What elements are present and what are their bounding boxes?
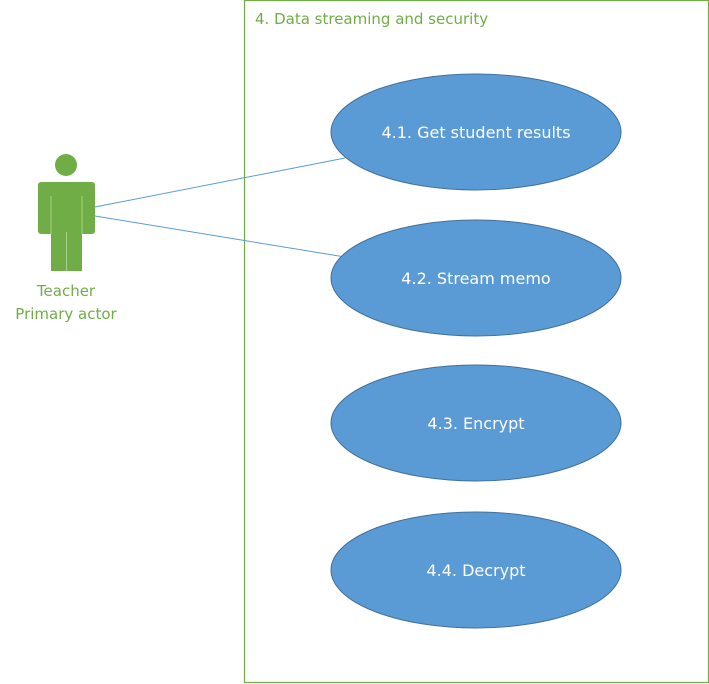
use-case-label: 4.2. Stream memo: [401, 269, 550, 288]
association-teacher-get-student-results: [94, 157, 346, 208]
actor-head: [55, 154, 77, 176]
use-case-ellipse[interactable]: [330, 364, 622, 482]
actor-name: Teacher: [36, 282, 96, 300]
use-case-label: 4.4. Decrypt: [426, 561, 525, 580]
actor-body: [38, 182, 95, 234]
use-case-ellipse[interactable]: [330, 219, 622, 337]
use-case-get-student-results[interactable]: 4.1. Get student results: [330, 73, 622, 191]
use-case-decrypt[interactable]: 4.4. Decrypt: [330, 511, 622, 629]
use-case-label: 4.1. Get student results: [381, 123, 570, 142]
use-case-encrypt[interactable]: 4.3. Encrypt: [330, 364, 622, 482]
use-case-ellipse[interactable]: [330, 511, 622, 629]
actor-teacher: Teacher Primary actor: [15, 154, 118, 323]
association-teacher-stream-memo: [94, 215, 346, 258]
use-case-label: 4.3. Encrypt: [427, 414, 524, 433]
person-icon: [38, 154, 95, 271]
system-boundary-title: 4. Data streaming and security: [255, 10, 488, 28]
associations: [94, 157, 346, 258]
use-case-stream-memo[interactable]: 4.2. Stream memo: [330, 219, 622, 337]
use-case-ellipse[interactable]: [330, 73, 622, 191]
actor-role: Primary actor: [15, 305, 117, 323]
